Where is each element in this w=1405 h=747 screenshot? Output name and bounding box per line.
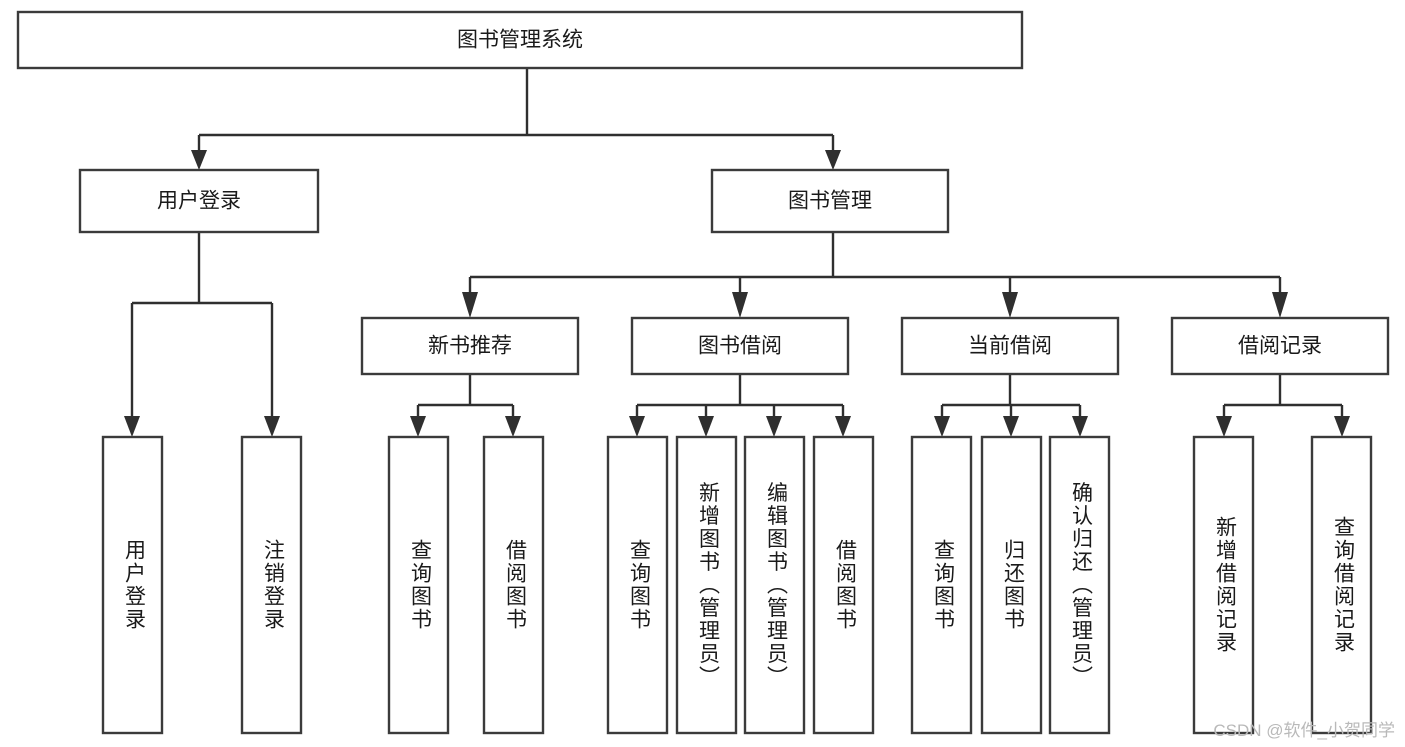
leaf-logout-label: 注销登录 (261, 539, 285, 631)
leaf-borrow-book-1-label: 借阅图书 (503, 539, 527, 631)
arrow-bookborrow-l2 (698, 416, 714, 437)
leaf-node[interactable]: 归还图书 (980, 435, 1043, 735)
leaf-node[interactable]: 借阅图书 (482, 435, 545, 735)
arrow-borrowrecord-l1 (1216, 416, 1232, 437)
leaf-return-book-box[interactable] (980, 435, 1043, 735)
leaf-logout-box[interactable] (240, 435, 303, 735)
arrow-currentborrow-l3 (1072, 416, 1088, 437)
leaf-node[interactable]: 编辑图书（管理员） (743, 435, 806, 735)
node-root-label: 图书管理系统 (457, 29, 583, 52)
arrow-bookmgmt-to-currentborrow (1002, 292, 1018, 318)
leaf-add-record-label: 新增借阅记录 (1213, 516, 1237, 654)
leaf-node[interactable]: 查询借阅记录 (1310, 435, 1373, 735)
node-new-book-recommend-label: 新书推荐 (428, 335, 512, 358)
leaf-user-login-label: 用户登录 (122, 539, 146, 631)
node-borrow-record-box[interactable] (1170, 316, 1390, 376)
arrow-bookborrow-l4 (835, 416, 851, 437)
connector-layer (124, 68, 1350, 437)
node-book-borrow-box[interactable] (630, 316, 850, 376)
leaf-borrow-book-1-box[interactable] (482, 435, 545, 735)
arrow-root-to-book-management (825, 150, 841, 170)
arrow-currentborrow-l1 (934, 416, 950, 437)
arrow-newbook-l2 (505, 416, 521, 437)
leaf-query-book-2-box[interactable] (606, 435, 669, 735)
node-borrow-record[interactable]: 借阅记录 (1170, 316, 1390, 376)
node-current-borrow[interactable]: 当前借阅 (900, 316, 1120, 376)
node-user-login-label: 用户登录 (157, 190, 241, 213)
leaf-edit-book-label: 编辑图书（管理员） (764, 482, 788, 689)
arrow-bookmgmt-to-bookborrow (732, 292, 748, 318)
leaf-add-book-label: 新增图书（管理员） (696, 482, 720, 689)
node-current-borrow-label: 当前借阅 (968, 335, 1052, 358)
arrow-root-to-user-login (191, 150, 207, 170)
leaf-node[interactable]: 注销登录 (240, 435, 303, 735)
node-book-management-label: 图书管理 (788, 190, 872, 213)
node-new-book-recommend[interactable]: 新书推荐 (360, 316, 580, 376)
leaf-borrow-book-2-box[interactable] (812, 435, 875, 735)
leaf-node[interactable]: 查询图书 (910, 435, 973, 735)
leaf-query-record-box[interactable] (1310, 435, 1373, 735)
leaf-add-book-box[interactable] (675, 435, 738, 735)
node-borrow-record-label: 借阅记录 (1238, 335, 1322, 358)
leaf-query-book-3-box[interactable] (910, 435, 973, 735)
node-book-management[interactable]: 图书管理 (710, 168, 950, 234)
arrow-bookborrow-l3 (766, 416, 782, 437)
node-root-box[interactable] (16, 10, 1024, 70)
leaf-edit-book-box[interactable] (743, 435, 806, 735)
leaf-query-record-label: 查询借阅记录 (1331, 516, 1355, 654)
node-book-management-box[interactable] (710, 168, 950, 234)
leaf-borrow-book-2-label: 借阅图书 (833, 539, 857, 631)
leaf-query-book-1-label: 查询图书 (408, 539, 432, 631)
node-user-login[interactable]: 用户登录 (78, 168, 320, 234)
leaf-add-record-box[interactable] (1192, 435, 1255, 735)
leaf-confirm-return-label: 确认归还（管理员） (1069, 482, 1093, 689)
node-new-book-recommend-box[interactable] (360, 316, 580, 376)
leaf-node[interactable]: 查询图书 (387, 435, 450, 735)
node-book-borrow-label: 图书借阅 (698, 335, 782, 358)
leaf-confirm-return-box[interactable] (1048, 435, 1111, 735)
leaf-node[interactable]: 确认归还（管理员） (1048, 435, 1111, 735)
leaf-query-book-1-box[interactable] (387, 435, 450, 735)
leaf-node[interactable]: 查询图书 (606, 435, 669, 735)
node-user-login-box[interactable] (78, 168, 320, 234)
arrow-newbook-l1 (410, 416, 426, 437)
node-root-system[interactable]: 图书管理系统 (16, 10, 1024, 70)
leaf-return-book-label: 归还图书 (1001, 539, 1025, 631)
leaf-node[interactable]: 新增借阅记录 (1192, 435, 1255, 735)
leaf-user-login-box[interactable] (101, 435, 164, 735)
arrow-bookborrow-l1 (629, 416, 645, 437)
node-book-borrow[interactable]: 图书借阅 (630, 316, 850, 376)
leaf-query-book-2-label: 查询图书 (627, 539, 651, 631)
leaf-node[interactable]: 借阅图书 (812, 435, 875, 735)
node-current-borrow-box[interactable] (900, 316, 1120, 376)
leaf-node[interactable]: 用户登录 (101, 435, 164, 735)
arrow-currentborrow-l2 (1003, 416, 1019, 437)
arrow-bookmgmt-to-borrowrecord (1272, 292, 1288, 318)
leaf-query-book-3-label: 查询图书 (931, 539, 955, 631)
arrow-bookmgmt-to-newbook (462, 292, 478, 318)
arrow-userlogin-right (264, 416, 280, 437)
arrow-userlogin-left (124, 416, 140, 437)
arrow-borrowrecord-l2 (1334, 416, 1350, 437)
leaf-node[interactable]: 新增图书（管理员） (675, 435, 738, 735)
